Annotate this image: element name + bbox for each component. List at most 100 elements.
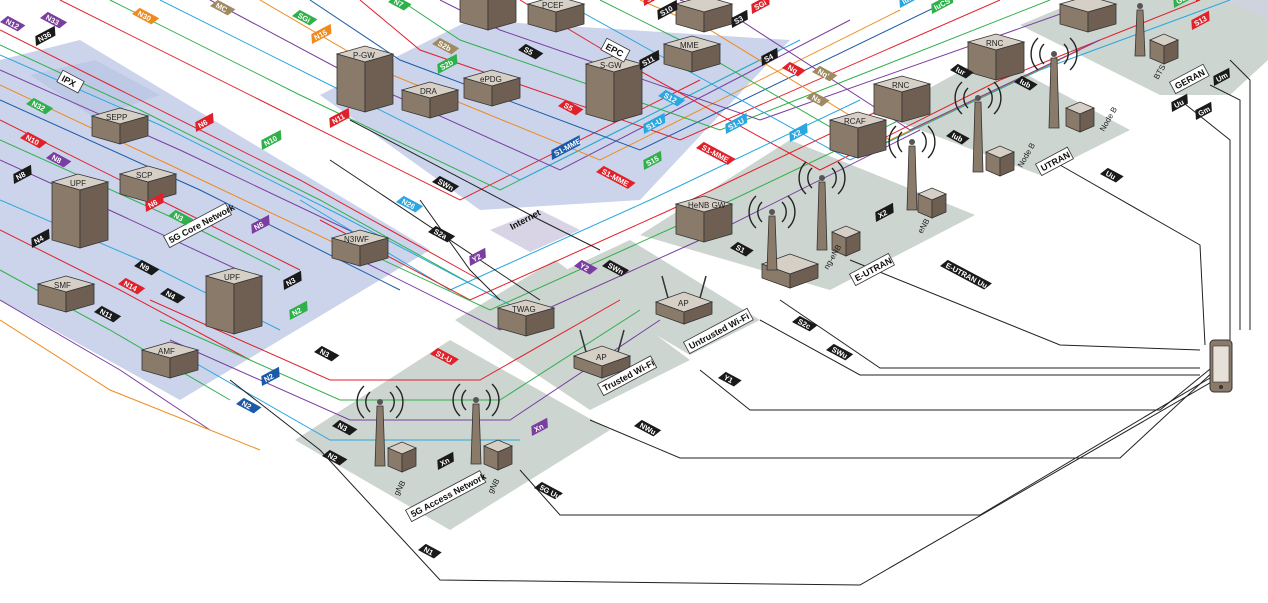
interface-tag-n4a: N4 <box>31 228 50 248</box>
interface-tag-label: N9 <box>138 261 151 273</box>
interface-tag-n12: N12 <box>0 15 26 32</box>
enb-unit <box>916 187 948 219</box>
upf-node-1[interactable]: UPF <box>50 173 110 249</box>
interface-tag-label: S5 <box>562 101 574 113</box>
sepp-node[interactable]: SEPP <box>90 107 150 145</box>
ap-trusted-label: AP <box>596 353 607 362</box>
rnc-label-1: RNC <box>892 81 910 90</box>
interface-tag-iucs: IuCS <box>931 0 954 14</box>
interface-tag-uu2: Uu <box>1100 167 1124 183</box>
henb-gw-node[interactable]: HeNB GW <box>674 195 734 243</box>
upf-label-2: UPF <box>224 273 240 282</box>
interface-tag-n2a: N2 <box>289 300 308 320</box>
interface-tag-bg <box>35 25 56 46</box>
gnb-tower-1[interactable] <box>356 385 404 467</box>
pgw-label: P-GW <box>353 51 375 60</box>
zone-5g-access <box>295 340 610 530</box>
zone-eutran <box>640 140 975 290</box>
interface-tag-s5a: S5 <box>518 43 544 60</box>
interface-tag-bg <box>657 0 678 20</box>
interface-tag-bg <box>1195 101 1212 120</box>
interface-tag-bg <box>1100 167 1124 183</box>
gnb-tower-2[interactable] <box>452 383 500 465</box>
interface-tag-bg <box>428 225 456 243</box>
epdg-label: ePDG <box>480 75 502 84</box>
interface-tag-bg <box>1171 93 1188 112</box>
interface-tag-bg <box>251 214 270 234</box>
pcef-box[interactable]: PCEF <box>526 0 586 33</box>
interface-tag-bg <box>26 97 54 115</box>
bts-tower[interactable] <box>1134 3 1146 57</box>
interface-tag-xn1: Xn <box>437 451 454 470</box>
interface-tag-label: Xn <box>532 421 545 434</box>
pcef-node[interactable] <box>459 0 517 31</box>
towers-layer <box>356 3 1146 467</box>
interface-tag-n8b: N8 <box>13 164 32 184</box>
epdg-node[interactable]: ePDG <box>462 69 522 107</box>
interface-tag-bg <box>812 65 838 82</box>
interface-tag-bg <box>789 122 808 142</box>
interface-tag-bg <box>1014 75 1038 91</box>
smf-node[interactable]: SMF <box>36 275 96 313</box>
twag-node[interactable]: TWAG <box>496 299 556 337</box>
mme-top-box <box>674 0 734 33</box>
interface-tag-label: N2 <box>326 451 339 463</box>
interface-tag-bg <box>437 451 454 470</box>
ap-trusted-node[interactable]: AP <box>572 329 632 379</box>
enb-tower[interactable] <box>888 125 936 211</box>
interface-tag-bg <box>639 49 660 70</box>
interface-tag-bg <box>782 61 806 77</box>
rcaf-node[interactable]: RCAF <box>828 111 888 159</box>
gnb-unit-1 <box>386 441 418 473</box>
interface-tag-bg <box>283 270 302 290</box>
amf-label: AMF <box>158 347 175 356</box>
interface-tag-n6c: N6 <box>251 214 270 234</box>
nodeb-tower-1[interactable] <box>954 81 1002 173</box>
interface-tag-bg <box>236 397 262 414</box>
interface-tag-sgi1: SGi <box>292 9 318 26</box>
interface-tag-gb: Gb <box>1173 0 1190 8</box>
interface-tag-label: N8 <box>14 170 27 182</box>
interface-tag-bg <box>602 259 630 277</box>
interface-tag-ns: Ns <box>806 91 830 107</box>
mme-node[interactable]: MME <box>662 35 722 73</box>
interface-tag-bg <box>329 107 350 128</box>
nodeb-tower-2[interactable] <box>1030 37 1078 129</box>
interface-tag-bg <box>46 151 72 168</box>
interface-tag-n36: N36 <box>35 25 56 46</box>
interface-tag-bg <box>696 141 736 165</box>
interface-tag-label: SGi <box>752 0 768 12</box>
interface-tag-bg <box>314 345 340 362</box>
rnc-node-2[interactable]: RNC <box>966 33 1026 81</box>
sgw-label: S-GW <box>600 61 622 70</box>
interface-tag-label: 5G Uu <box>538 483 562 502</box>
upf-node-2[interactable]: UPF <box>204 267 264 335</box>
interface-tag-bg <box>531 417 548 436</box>
ng-enb-tower[interactable] <box>798 161 846 251</box>
henb-tower[interactable] <box>748 195 796 271</box>
interface-tag-bg <box>725 112 748 134</box>
interface-tag-n10b: N10 <box>261 129 282 150</box>
interface-tag-bg <box>40 11 68 29</box>
bsc-node <box>1058 0 1118 33</box>
devices-layer: SEPP SCP UPF SMF AMF <box>36 0 1180 473</box>
ap-untrusted-node[interactable]: AP <box>654 275 714 325</box>
pgw-node[interactable]: P-GW <box>335 45 395 113</box>
rnc-node-1[interactable]: RNC <box>872 75 932 123</box>
sgw-node[interactable]: S-GW <box>584 55 644 123</box>
interface-tag-label: N2 <box>290 306 303 318</box>
interface-tag-label: IuPS <box>900 0 919 6</box>
interface-tag-bg <box>160 287 186 304</box>
ue-phone[interactable] <box>1209 339 1233 393</box>
interface-tag-iups: IuPS <box>899 0 922 8</box>
gnb-unit-2 <box>482 439 514 471</box>
interface-tag-y1: Y1 <box>718 371 742 387</box>
n3iwf-node[interactable]: N3IWF <box>330 229 390 267</box>
smf-label: SMF <box>54 281 71 290</box>
amf-node[interactable]: AMF <box>140 341 200 379</box>
scp-node[interactable]: SCP <box>118 165 178 203</box>
interface-tag-s3: S3 <box>731 9 748 28</box>
interface-tag-bg <box>826 343 854 361</box>
dra-node[interactable]: DRA <box>400 81 460 119</box>
interface-tag-bg <box>518 43 544 60</box>
